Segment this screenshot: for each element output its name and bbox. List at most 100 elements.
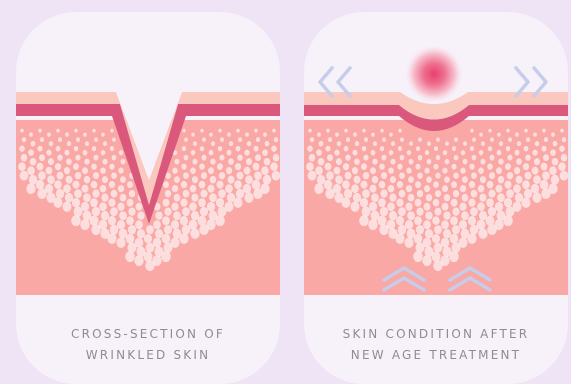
skin-cell — [369, 202, 377, 212]
skin-cell — [90, 216, 99, 226]
skin-cell — [391, 141, 395, 146]
treated-skin-illustration — [304, 12, 568, 312]
skin-cell — [76, 137, 80, 142]
skin-cell — [416, 146, 420, 151]
skin-cell — [101, 194, 108, 202]
skin-cell — [398, 146, 402, 151]
skin-cell — [422, 255, 431, 266]
skin-cell — [72, 198, 80, 208]
skin-cell — [552, 158, 559, 166]
skin-cell — [489, 155, 494, 161]
skin-cell — [373, 141, 377, 146]
skin-cell — [433, 199, 440, 207]
skin-cell — [56, 189, 64, 199]
skin-cell — [274, 137, 279, 142]
skin-cell — [425, 211, 432, 219]
skin-cell — [71, 215, 81, 226]
skin-cell — [364, 137, 368, 142]
skin-cell — [26, 183, 35, 194]
skin-cell — [434, 164, 439, 170]
skin-cell — [479, 133, 483, 137]
skin-cell — [110, 225, 119, 235]
caption-treated-skin: SKIN CONDITION AFTER NEW AGE TREATMENT — [304, 324, 568, 366]
skin-cell — [406, 185, 412, 192]
skin-cell — [84, 159, 89, 165]
skin-cell — [353, 176, 360, 184]
skin-cell — [481, 141, 485, 146]
skin-cell — [29, 132, 33, 136]
skin-cell — [424, 168, 429, 174]
skin-cell — [134, 255, 143, 266]
skin-cell — [170, 237, 179, 248]
skin-cell — [325, 146, 330, 152]
skin-cell — [488, 129, 491, 133]
skin-cell — [191, 150, 196, 155]
skin-cell — [82, 167, 88, 174]
skin-cell — [20, 129, 24, 133]
skin-cell — [548, 183, 557, 194]
skin-cell — [418, 155, 423, 160]
skin-cell — [226, 167, 232, 174]
skin-cell — [252, 180, 260, 190]
skin-cell — [407, 150, 411, 155]
skin-cell — [120, 176, 126, 183]
skin-cell — [207, 185, 214, 193]
skin-cell — [336, 158, 342, 165]
skin-cell — [189, 220, 198, 230]
skin-cell — [237, 154, 243, 160]
skin-cell — [407, 211, 415, 220]
skin-cell — [308, 171, 317, 181]
skin-cell — [478, 167, 484, 173]
skin-cell — [18, 162, 26, 171]
skin-cell — [92, 129, 95, 133]
skin-cell — [396, 198, 403, 206]
skin-cell — [102, 176, 108, 183]
skin-cell — [486, 198, 494, 207]
skin-cell — [263, 132, 267, 136]
skin-cell — [19, 145, 25, 151]
skin-cell — [37, 163, 44, 171]
skin-cell — [513, 201, 522, 211]
skin-cell — [135, 238, 144, 248]
skin-cell — [200, 190, 207, 198]
skin-cell — [255, 154, 261, 161]
skin-cell — [544, 137, 548, 142]
skin-cell — [397, 164, 402, 170]
skin-cell — [444, 194, 450, 201]
skin-cell — [414, 216, 422, 225]
skin-cell — [551, 175, 559, 185]
skin-cell — [523, 163, 529, 170]
skin-cell — [434, 146, 438, 151]
skin-cell — [93, 155, 98, 161]
skin-cell — [119, 150, 123, 155]
skin-cell — [245, 132, 249, 136]
skin-cell — [505, 163, 511, 170]
skin-cell — [540, 180, 548, 190]
skin-cell — [468, 198, 475, 206]
skin-cell — [181, 181, 187, 188]
skin-cell — [119, 211, 127, 220]
skin-cell — [174, 194, 181, 202]
skin-cell — [324, 180, 332, 190]
skin-cell — [80, 219, 89, 230]
skin-cell — [369, 185, 376, 193]
skin-cell — [417, 190, 423, 197]
skin-cell — [48, 158, 54, 165]
skin-cell — [137, 229, 145, 238]
skin-cell — [398, 129, 401, 133]
skin-cell — [389, 211, 397, 220]
skin-cell — [111, 190, 118, 198]
skin-cell — [127, 199, 134, 207]
skin-cell — [381, 155, 386, 161]
skin-cell — [110, 207, 118, 216]
skin-cell — [432, 216, 439, 224]
skin-cell — [498, 159, 503, 165]
skin-cell — [516, 158, 522, 165]
skin-cell — [58, 137, 62, 142]
skin-cell — [442, 168, 447, 174]
skin-cell — [144, 251, 153, 261]
skin-cell — [451, 181, 457, 188]
skin-cell — [433, 181, 439, 188]
skin-cell — [190, 167, 196, 173]
skin-cell — [398, 225, 407, 235]
